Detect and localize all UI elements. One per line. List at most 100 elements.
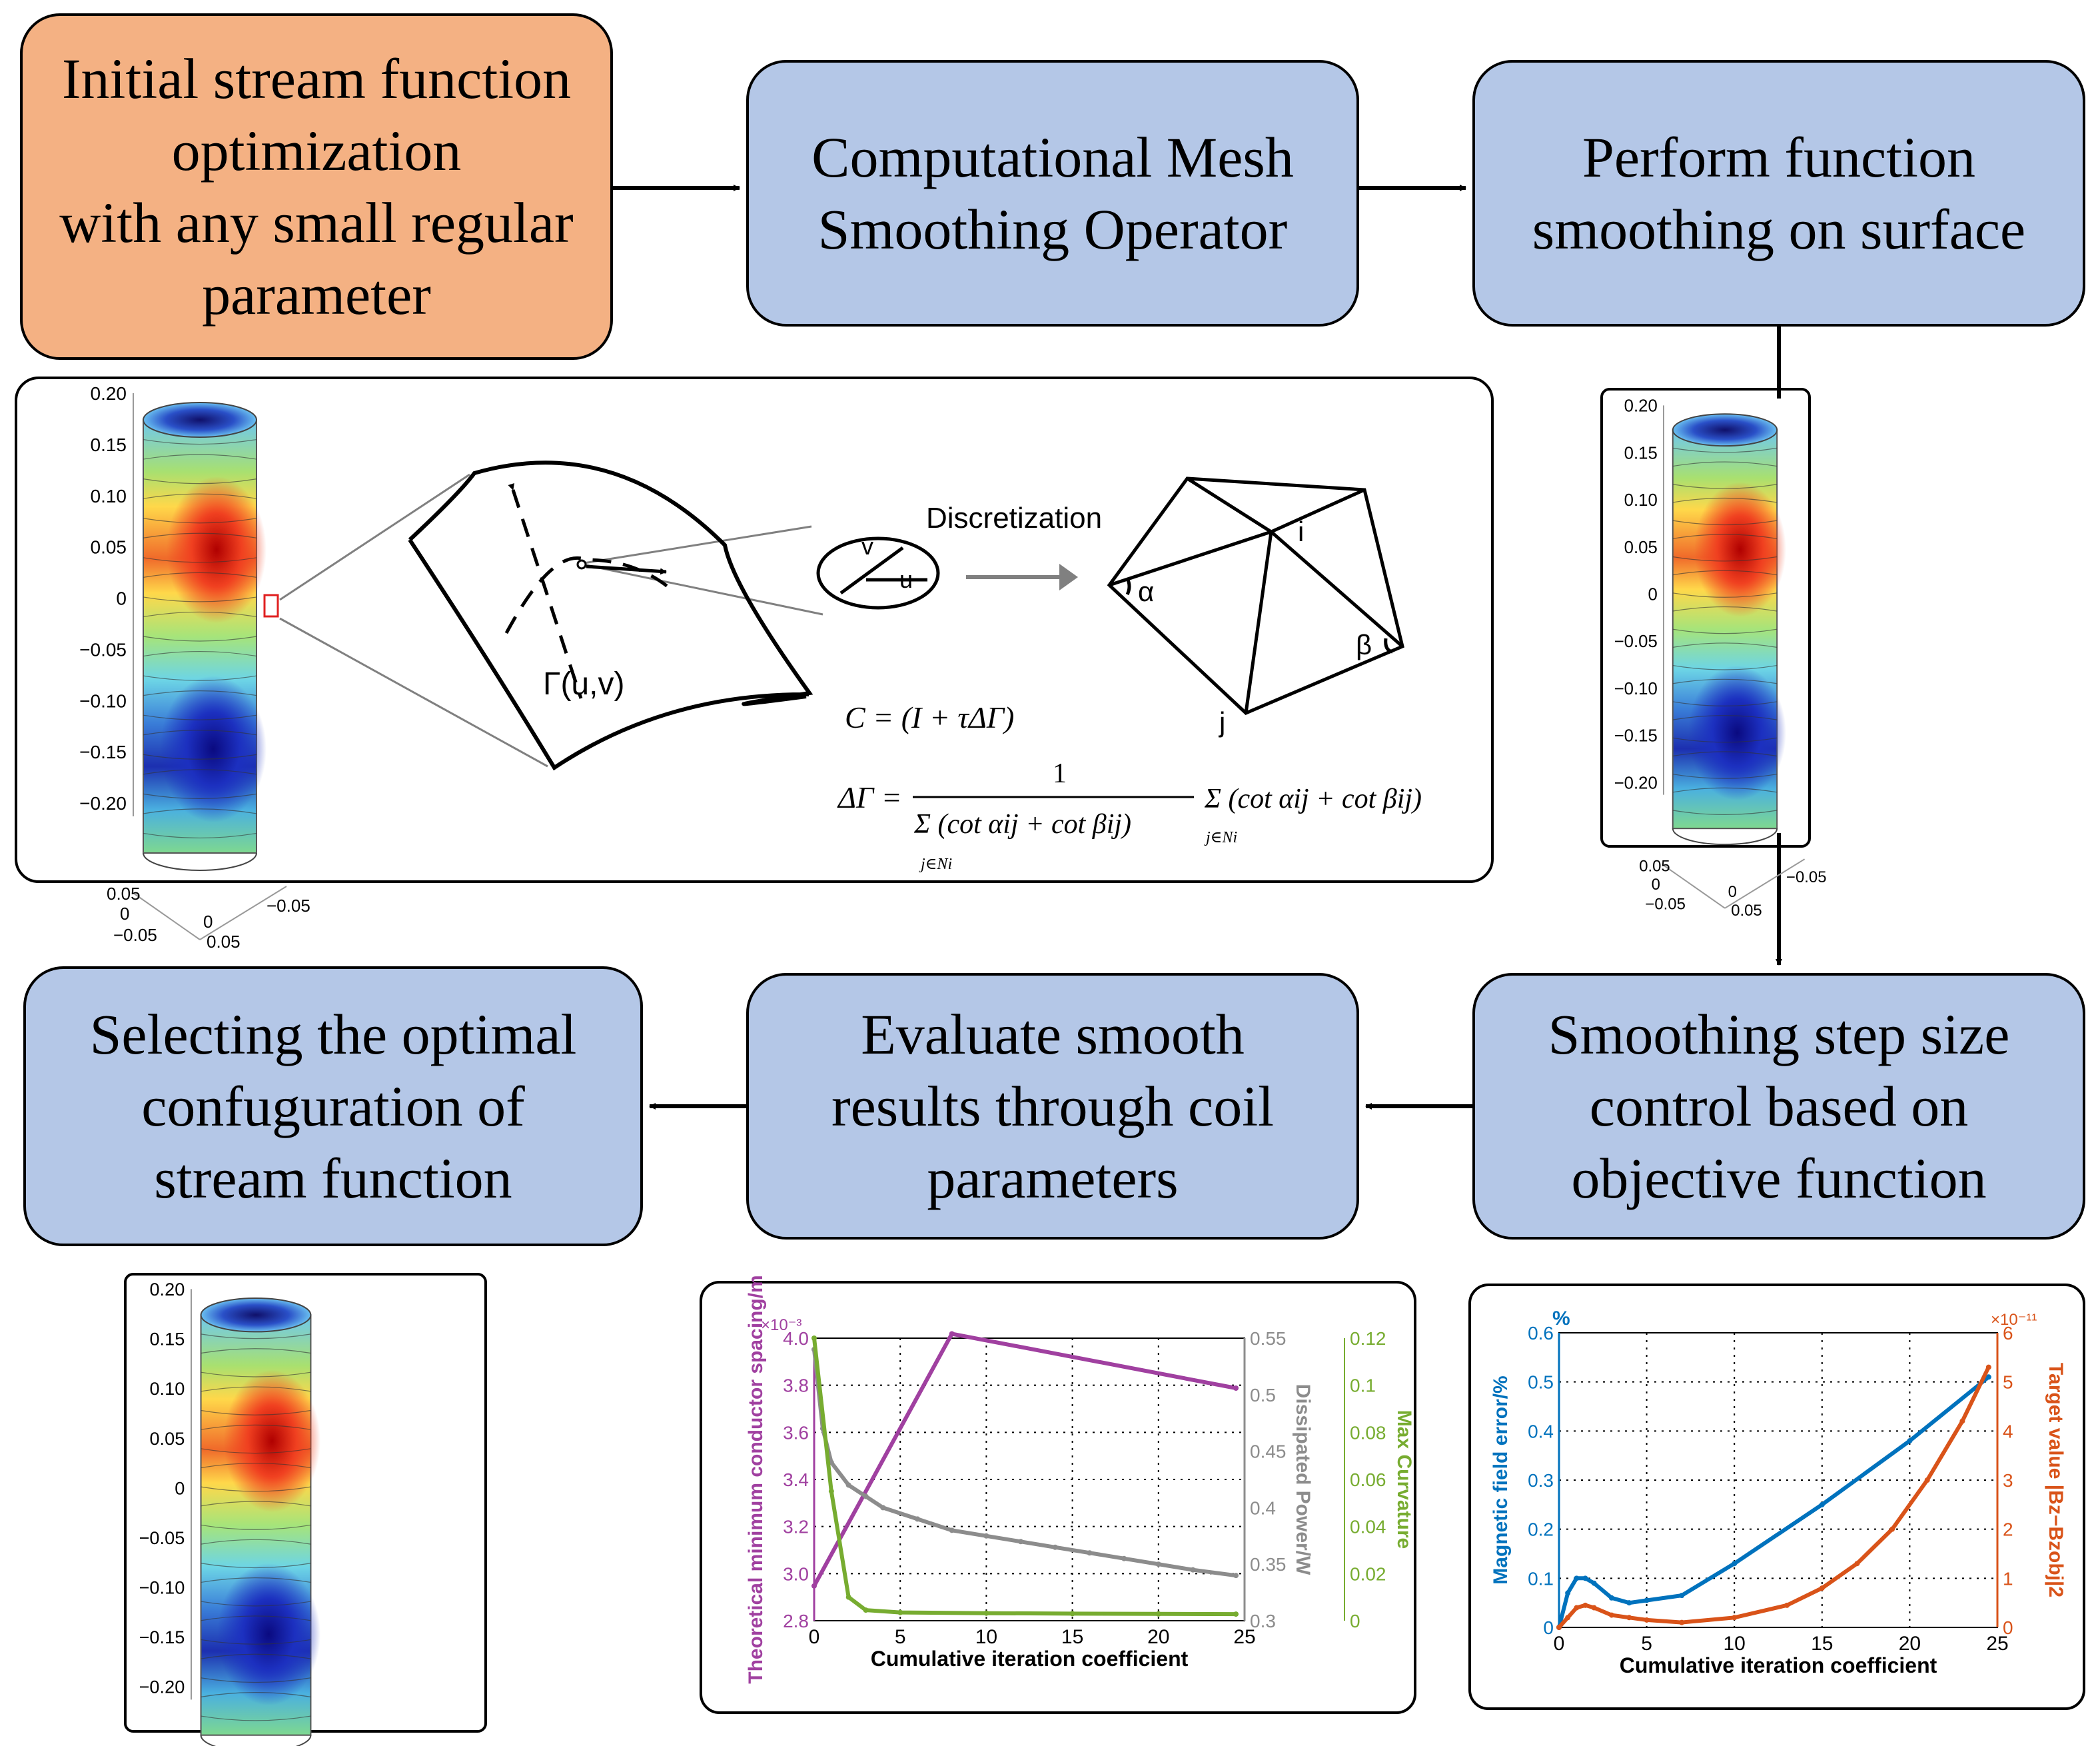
series-point — [845, 1594, 851, 1600]
series-point — [1679, 1619, 1685, 1625]
contour-line — [201, 1409, 311, 1415]
series-point — [863, 1493, 869, 1499]
z-tick-label: 0.05 — [91, 537, 127, 558]
series-point — [1924, 1477, 1930, 1483]
z-tick-label: −0.10 — [139, 1577, 185, 1598]
y-tick-label: 0 — [2003, 1617, 2013, 1638]
series-point — [1644, 1617, 1650, 1623]
contour-line — [201, 1601, 311, 1607]
y-axis-label: Magnetic field error/% — [1490, 1375, 1512, 1584]
contour-line — [201, 1639, 311, 1645]
contour-line — [201, 1563, 311, 1569]
step-function-smoothing: Perform function smoothing on surface — [1472, 60, 2085, 327]
series-point — [1591, 1580, 1597, 1586]
formula-denominator: Σ (cot αij + cot βij) — [913, 809, 1131, 840]
contour-line — [201, 1692, 311, 1697]
y-tick-label: 0.3 — [1250, 1611, 1276, 1631]
contour-line — [201, 1486, 311, 1492]
series-point — [1087, 1550, 1093, 1556]
discretization-label: Discretization — [926, 502, 1102, 534]
y-tick-label: 4 — [2003, 1421, 2013, 1441]
contour-line — [143, 769, 257, 775]
series-point — [1854, 1561, 1860, 1567]
beta-label: β — [1356, 629, 1372, 660]
y-tick-label: 0.1 — [1528, 1568, 1554, 1589]
contour-line — [143, 518, 257, 524]
stream-function-cylinder-optimal: 0.200.150.100.050−0.05−0.10−0.15−0.200.0… — [139, 1279, 320, 1746]
contour-line — [1672, 497, 1778, 503]
y-tick-label: 0.06 — [1350, 1469, 1386, 1490]
contour-line — [201, 1577, 311, 1583]
x-tick-label: 25 — [1986, 1633, 2008, 1655]
series-point — [1608, 1612, 1614, 1618]
zoom-region-marker — [263, 594, 279, 618]
series-point — [1985, 1374, 1991, 1380]
contour-line — [201, 1524, 311, 1530]
contour-line — [143, 832, 257, 839]
contour-line — [143, 438, 257, 445]
step-step-size-control-label: Smoothing step size control based on obj… — [1548, 1002, 2010, 1210]
vertex-j-label: j — [1218, 706, 1225, 738]
z-tick-label: 0.10 — [91, 486, 127, 506]
y-tick-label: 3.4 — [783, 1469, 809, 1490]
series-point — [1784, 1602, 1790, 1608]
y-tick-label: 0 — [1543, 1617, 1554, 1638]
z-tick-label: 0 — [116, 588, 127, 609]
series-point — [1556, 1625, 1562, 1630]
x-tick-label: 0 — [1554, 1633, 1565, 1655]
y-tick-label: 6 — [2003, 1323, 2013, 1343]
base-tick-label: −0.05 — [266, 896, 310, 916]
operator-formulas: C = (I + τΔΓ) ΔΓ = 1 Σ (cot αij + cot βi… — [837, 700, 1422, 873]
y-tick-label: 0.4 — [1528, 1421, 1554, 1441]
series-point — [1591, 1605, 1597, 1611]
discretization-arrowhead — [1059, 564, 1078, 590]
contour-line — [201, 1463, 311, 1469]
contour-line — [143, 675, 257, 681]
z-tick-label: −0.20 — [139, 1677, 185, 1697]
z-tick-label: 0.20 — [1624, 397, 1658, 416]
y-tick-label: 0.55 — [1250, 1328, 1287, 1349]
y-tick-label: 3.0 — [783, 1563, 809, 1584]
z-tick-label: −0.05 — [79, 639, 127, 660]
x-tick-label: 5 — [1641, 1633, 1652, 1655]
contour-line — [1672, 556, 1778, 562]
contour-line — [1672, 664, 1778, 670]
y-tick-label: 0.6 — [1528, 1323, 1554, 1343]
series-line — [812, 1349, 1237, 1578]
series-point — [1819, 1585, 1825, 1591]
y-tick-label: 1 — [2003, 1568, 2013, 1589]
series-point — [1608, 1595, 1614, 1601]
y-tick-label: 0.3 — [1528, 1470, 1554, 1491]
flow-arrows — [613, 185, 1782, 1110]
series-point — [845, 1482, 851, 1488]
negative-lobe — [217, 1563, 320, 1706]
cylinder-top — [143, 402, 257, 438]
contour-line — [1672, 751, 1778, 757]
contour-line — [201, 1501, 311, 1507]
step-initial-optimization: Initial stream function optimization wit… — [20, 13, 613, 360]
series-point — [1582, 1575, 1588, 1581]
contour-line — [1672, 678, 1778, 684]
series-point — [949, 1527, 955, 1533]
y-axis-label: Max Curvature — [1393, 1410, 1415, 1549]
base-tick-label: −0.05 — [1786, 868, 1827, 886]
x-tick-label: 0 — [809, 1626, 820, 1648]
y-tick-label: 0.5 — [1528, 1372, 1554, 1393]
contour-line — [201, 1715, 311, 1721]
contour-line — [143, 650, 257, 657]
series-point — [1565, 1590, 1571, 1596]
step-initial-optimization-label: Initial stream function optimization wit… — [59, 47, 574, 327]
base-tick-label: 0 — [1652, 876, 1660, 894]
series-point — [1644, 1597, 1650, 1603]
series-point — [1190, 1567, 1196, 1573]
negative-lobe — [160, 676, 266, 822]
axis-exponent: ×10⁻¹¹ — [1991, 1311, 2037, 1329]
contour-line — [201, 1448, 311, 1454]
contour-line — [1672, 592, 1778, 598]
x-tick-label: 10 — [1724, 1633, 1746, 1655]
contour-line — [201, 1386, 311, 1392]
contour-line — [143, 754, 257, 760]
y-tick-label: 0.45 — [1250, 1441, 1287, 1462]
contour-line — [143, 636, 257, 642]
